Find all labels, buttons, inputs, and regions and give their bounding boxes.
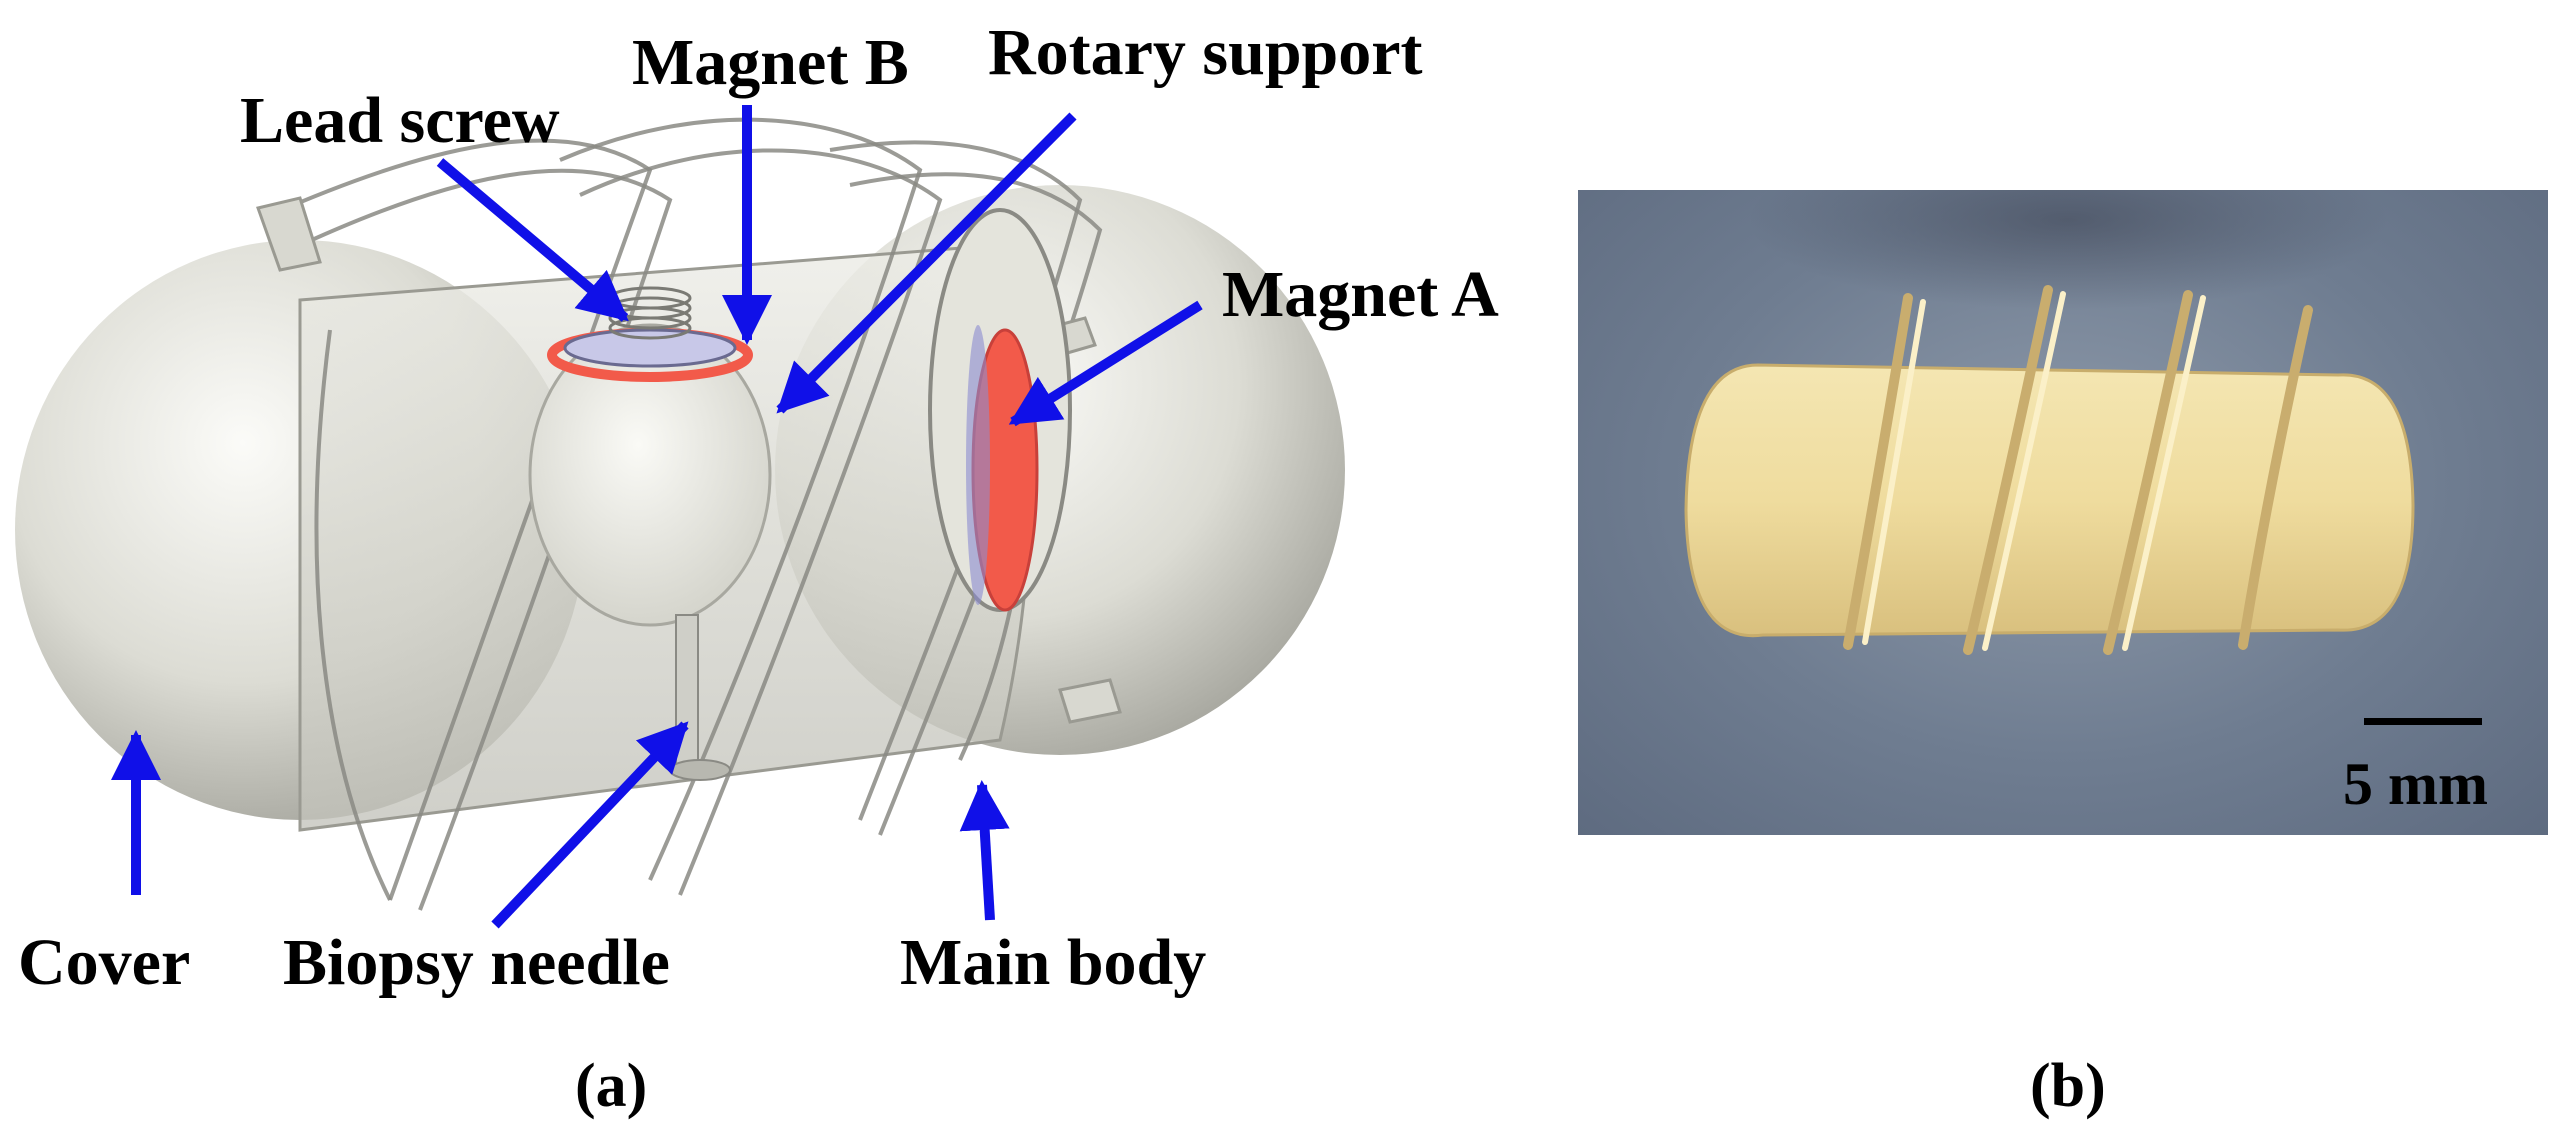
label-magnet-a: Magnet A [1222,258,1499,331]
capsule-photo-drawing [1684,190,2415,655]
thread-flange-left [256,196,322,272]
arrow-lead-screw [436,158,629,322]
rotary-support [528,323,772,627]
label-main-body: Main body [900,926,1207,999]
magnet-b-top [563,328,737,368]
capsule-shadow [1748,190,2388,310]
capsule-thread-highlights [1862,291,2206,651]
caption-b: (b) [2030,1052,2106,1120]
capsule-threads [1843,285,2313,655]
thread-flange-bottom [1058,678,1122,724]
arrow-rotary-support [776,112,1077,414]
label-biopsy-needle: Biopsy needle [283,926,670,999]
capsule-photo: 5 mm [1578,190,2548,835]
label-lead-screw: Lead screw [240,84,560,157]
label-magnet-b: Magnet B [632,26,909,99]
scale-bar [2364,718,2482,725]
label-cover: Cover [18,926,191,999]
arrow-biopsy-needle [491,721,689,929]
printed-capsule [1684,363,2415,638]
label-rotary-support: Rotary support [988,16,1423,89]
magnet-a-rim [966,325,990,605]
caption-a: (a) [575,1052,648,1120]
scale-bar-label: 5 mm [2343,751,2488,817]
arrow-magnet-a [1008,300,1203,427]
arrow-main-body [959,780,1010,921]
